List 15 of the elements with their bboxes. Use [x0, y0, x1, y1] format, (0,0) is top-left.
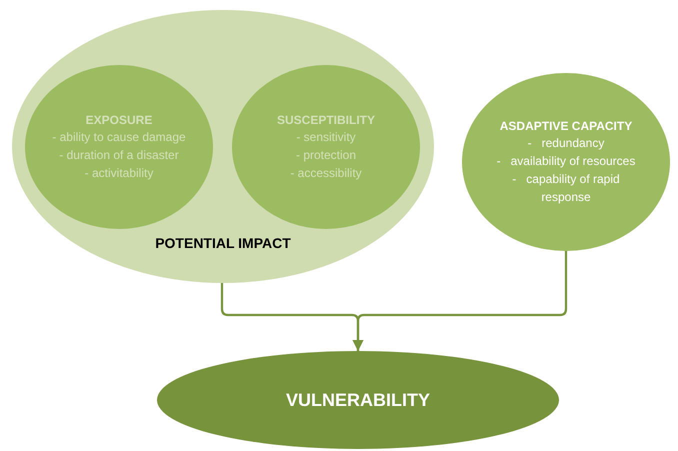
ellipse-heading: VULNERABILITY [286, 388, 430, 412]
ellipse-heading: SUSCEPTIBILITY [276, 112, 375, 128]
list-item: - redundancy [528, 135, 604, 152]
list-item: - accessibility [290, 165, 362, 182]
list-item: - capability of rapid response [511, 171, 621, 206]
list-item: - activitability [84, 165, 154, 182]
list-item: - duration of a disaster [59, 147, 179, 164]
list-item: - sensitivity [296, 129, 356, 146]
list-item: - availability of resources [496, 153, 636, 170]
list-item: - protection [296, 147, 356, 164]
ellipse-heading: EXPOSURE [86, 112, 152, 128]
connector-arrow [352, 250, 568, 351]
ellipse-heading: ASDAPTIVE CAPACITY [500, 118, 632, 134]
list-item: - ability to cause damage [52, 129, 186, 146]
ellipse-heading: POTENTIAL IMPACT [155, 234, 291, 253]
